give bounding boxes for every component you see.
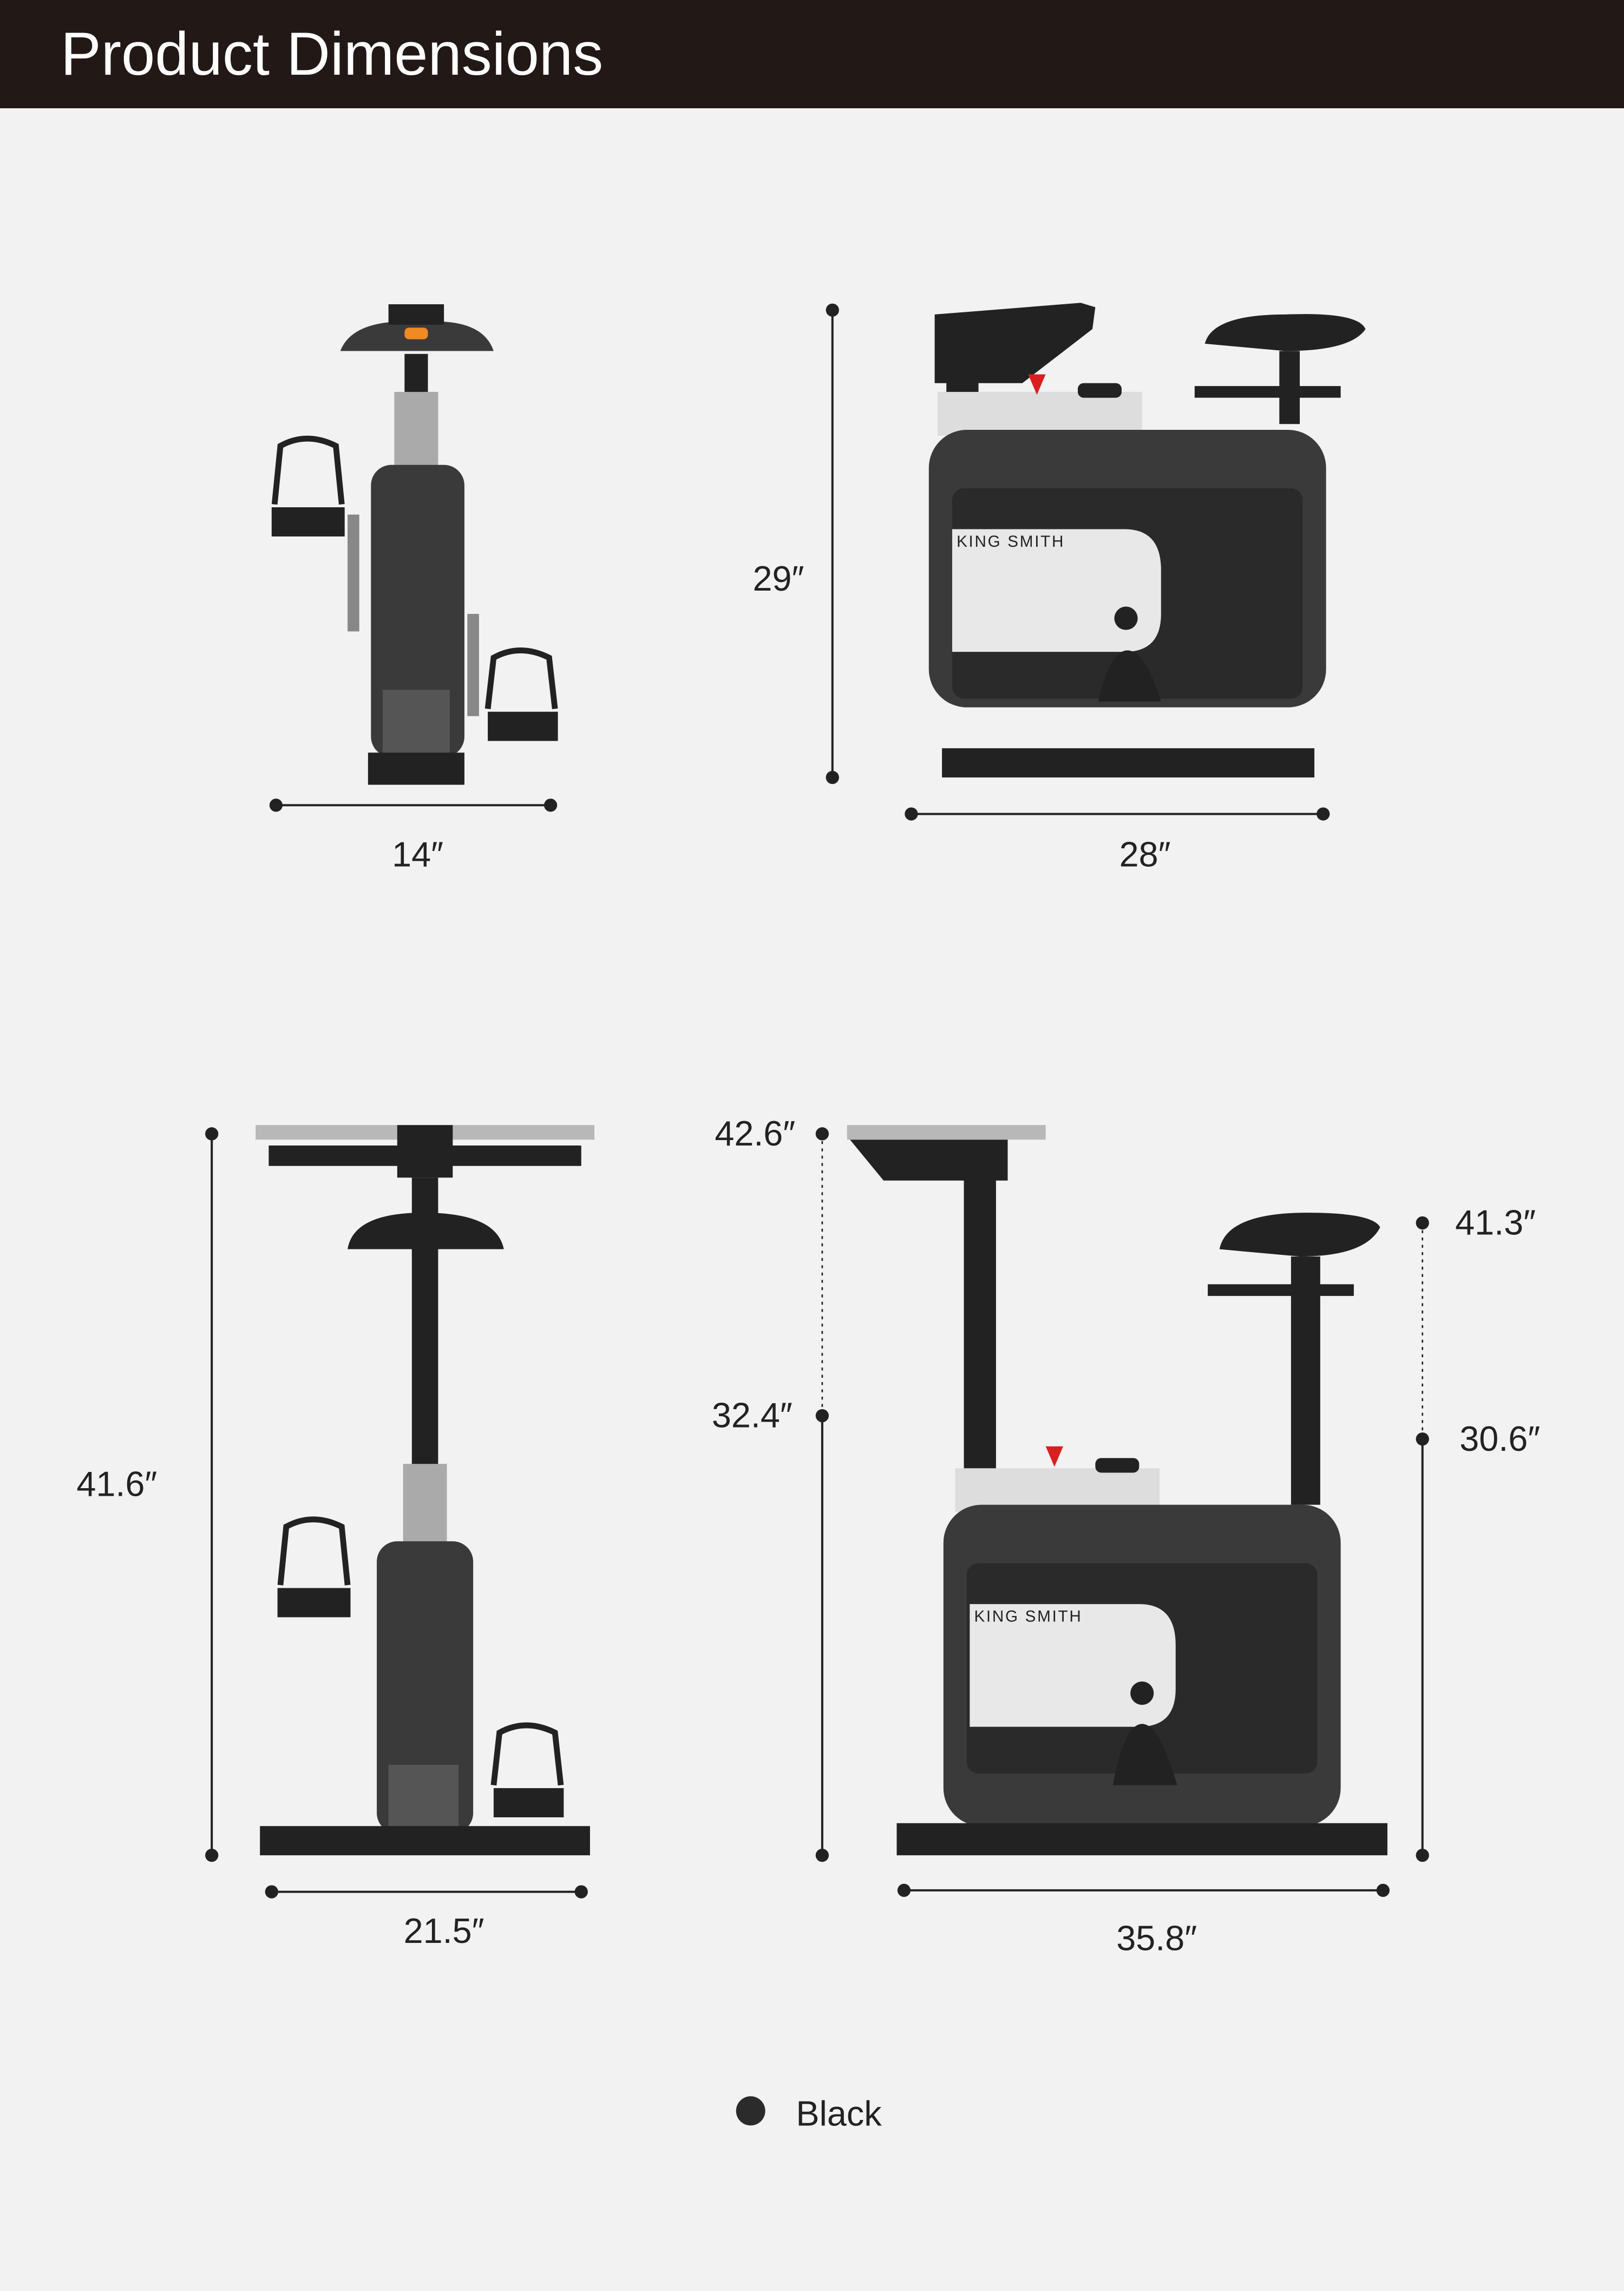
bike-side-compact: KING SMITH [928, 303, 1366, 778]
brand-logo: KING SMITH [974, 1607, 1082, 1625]
width-label: 14″ [392, 835, 443, 874]
side-extended-view: KING SMITH 42.6″ 32.4″ 41.3″ 30.6″ 35.8″ [712, 1114, 1540, 1958]
side-compact-view: KING SMITH 29″ 28″ [752, 303, 1366, 874]
bike-front-compact [271, 304, 558, 785]
color-legend: Black [736, 2093, 882, 2133]
color-name: Black [796, 2093, 882, 2133]
seat-min-height-label: 30.6″ [1459, 1419, 1540, 1458]
height-label: 29″ [752, 559, 804, 598]
bike-front-extended [256, 1125, 595, 1856]
header-bar: Product Dimensions [0, 0, 1624, 108]
length-label: 35.8″ [1116, 1919, 1197, 1958]
page-title: Product Dimensions [61, 20, 604, 88]
front-compact-view: 14″ [269, 304, 558, 874]
width-label: 21.5″ [404, 1911, 484, 1950]
desk-min-height-label: 32.4″ [712, 1396, 793, 1435]
height-label: 41.6″ [76, 1464, 157, 1503]
desk-height-label: 42.6″ [715, 1114, 795, 1153]
seat-max-height-label: 41.3″ [1455, 1203, 1536, 1242]
brand-logo: KING SMITH [957, 533, 1065, 551]
length-label: 28″ [1119, 835, 1171, 874]
color-swatch-black [736, 2096, 765, 2126]
front-extended-view: 41.6″ 21.5″ [76, 1125, 595, 1950]
bike-side-extended: KING SMITH [847, 1125, 1387, 1856]
